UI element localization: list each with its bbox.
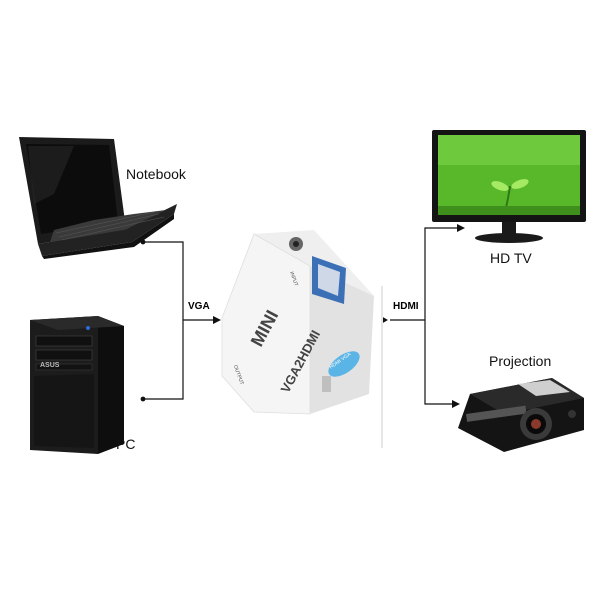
projector-line bbox=[424, 320, 454, 405]
vga-arrowhead bbox=[213, 316, 221, 324]
hdtv-image bbox=[430, 128, 588, 246]
vga-signal-label: VGA bbox=[188, 301, 210, 312]
projector-image bbox=[452, 374, 588, 458]
notebook-line bbox=[143, 241, 184, 320]
pc-line bbox=[143, 320, 184, 400]
hdmi-signal-label: HDMI bbox=[393, 301, 419, 312]
notebook-image bbox=[14, 134, 179, 259]
projector-label: Projection bbox=[489, 353, 552, 369]
projector-arrowhead bbox=[452, 400, 460, 408]
pc-brand-logo: ASUS bbox=[40, 362, 60, 369]
converter-image: MINI VGA2HDMI INPUT OUTPUT HDMI VGA bbox=[214, 226, 390, 450]
hdtv-label: HD TV bbox=[490, 250, 532, 266]
tv-arrowhead bbox=[457, 224, 465, 232]
pc-dot bbox=[140, 396, 146, 402]
tv-line bbox=[424, 227, 460, 320]
pc-label: PC bbox=[116, 436, 136, 452]
notebook-label: Notebook bbox=[126, 166, 186, 182]
pc-image: ASUS bbox=[28, 312, 128, 458]
